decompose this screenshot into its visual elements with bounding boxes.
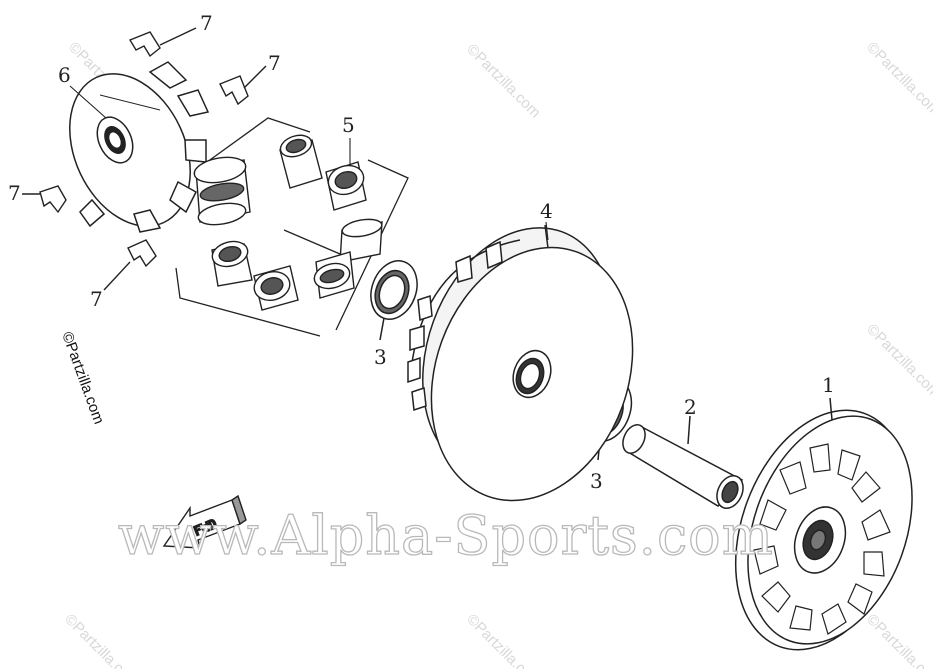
roller-weight [313,251,355,299]
roller-weights [193,134,383,311]
watermark-small: ©Partzilla.com [61,611,142,669]
watermark-small: ©Partzilla.com [863,39,933,120]
roller-weight [193,156,251,226]
roller-weight [211,240,253,287]
callout-part-7: 7 [268,51,281,75]
callout-part-4: 4 [540,199,553,223]
slide-piece-2 [219,65,267,106]
callout-part-3: 3 [374,345,387,369]
movable-drive-face [407,224,634,502]
watermark-main: www.Alpha-Sports.com [118,504,774,567]
copyright-label: ©Partzilla.com [58,330,107,427]
watermark-small: ©Partzilla.com [463,611,544,669]
callout-part-1: 1 [822,373,835,397]
callout-part-6: 6 [58,63,71,87]
roller-weight [279,134,323,189]
callout-part-7: 7 [90,287,103,311]
watermark-small: ©Partzilla.com [863,321,933,402]
collar [622,415,744,509]
roller-weight [325,161,367,211]
watermark-small: ©Partzilla.com [463,41,544,122]
watermark-small: ©Partzilla.com [863,611,933,669]
slide-piece-4 [103,239,157,291]
callout-part-3: 3 [590,469,603,493]
oil-seal-1 [370,260,418,341]
callout-part-7: 7 [8,181,21,205]
fan-blades [753,443,891,635]
ramp-plate [69,61,210,233]
callouts: 1 2 3 3 4 5 6 7 7 7 7 [8,11,835,493]
roller-weight [253,265,299,311]
callout-part-7: 7 [200,11,213,35]
callout-part-5: 5 [342,113,355,137]
callout-part-2: 2 [684,395,697,419]
leader-lines [69,85,549,241]
slide-piece-1 [128,27,197,58]
roller-bracket [175,117,409,337]
drive-face [734,397,913,651]
slide-piece-3 [22,185,67,214]
